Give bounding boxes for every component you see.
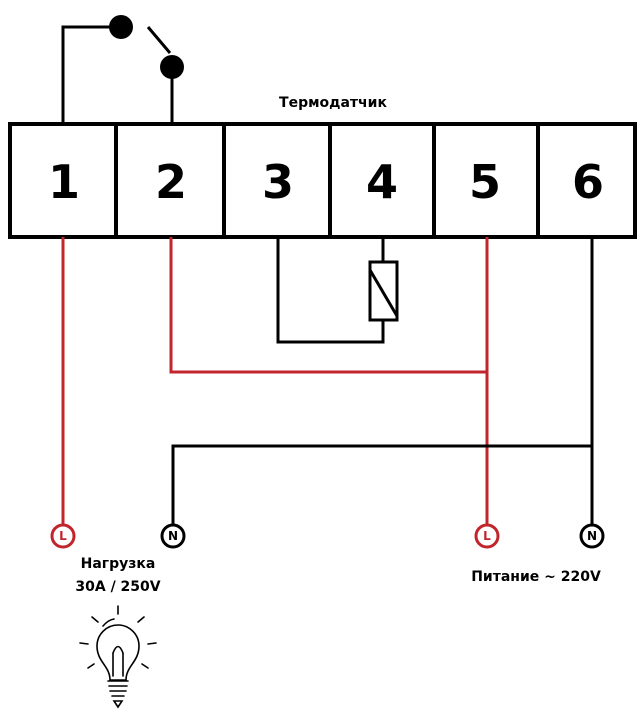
terminal-5: 5	[469, 155, 501, 209]
relay-contact-dot-upper	[109, 15, 133, 39]
terminal-4: 4	[366, 155, 398, 209]
relay-switch-blade	[146, 26, 172, 54]
terminal-block: 1 2 3 4 5 6	[8, 122, 637, 239]
temperature-sensor	[276, 237, 399, 344]
svg-text:L: L	[59, 529, 67, 543]
terminal-2: 2	[155, 155, 187, 209]
svg-text:L: L	[483, 529, 491, 543]
supply-neutral-node: N	[579, 523, 605, 549]
supply-line-node: L	[474, 523, 500, 549]
load-neutral-node: N	[160, 523, 186, 549]
svg-text:N: N	[168, 529, 178, 543]
relay-wire-terminal-1	[61, 25, 121, 124]
svg-text:N: N	[587, 529, 597, 543]
sensor-label: Термодатчик	[279, 95, 387, 111]
terminal-3: 3	[262, 155, 294, 209]
wire-line-bridge	[169, 237, 487, 374]
load-rating: 30A / 250V	[75, 579, 160, 595]
load-title: Нагрузка	[81, 556, 156, 572]
terminal-1: 1	[48, 155, 80, 209]
relay-contact	[61, 15, 184, 124]
power-title: Питание ~ 220V	[471, 569, 601, 585]
wire-neutral-bridge	[171, 444, 592, 524]
terminal-6: 6	[572, 155, 604, 209]
light-bulb-icon	[79, 605, 157, 709]
load-line-node: L	[50, 523, 76, 549]
